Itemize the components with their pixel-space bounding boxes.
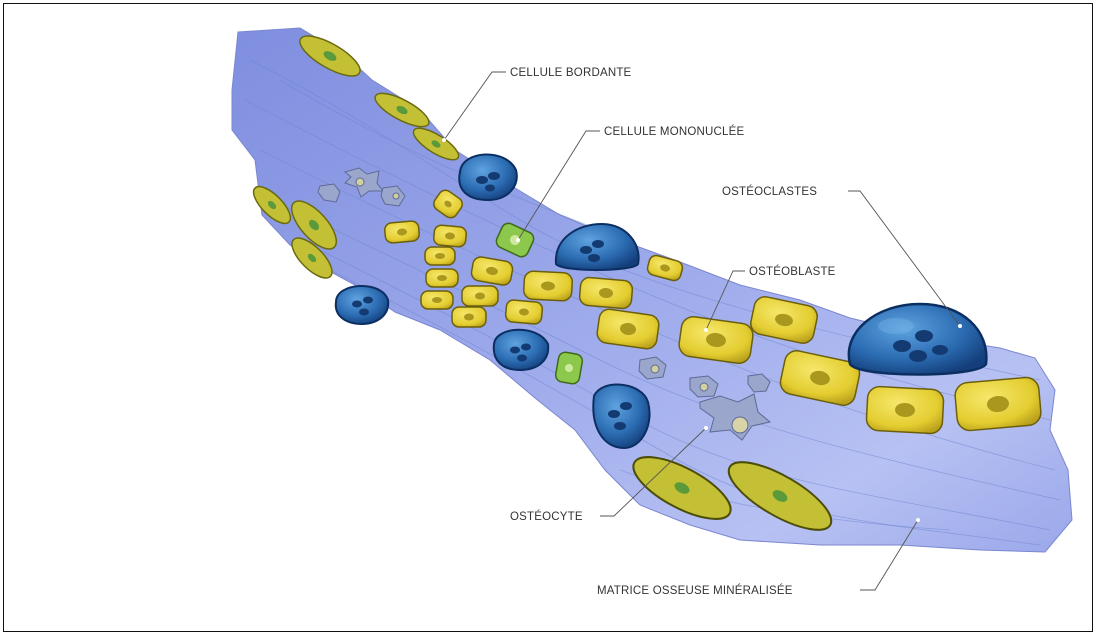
osteoclast (459, 154, 517, 200)
label-osteoblaste: OSTÉOBLASTE (749, 265, 836, 278)
osteoclast (849, 304, 987, 375)
osteoblast (579, 277, 633, 309)
leader-cellule-bordante (444, 72, 506, 140)
osteoblast (462, 286, 498, 306)
osteoclast (336, 286, 388, 324)
osteoblast (505, 299, 543, 324)
osteoblast (433, 225, 467, 248)
osteoblast (426, 269, 458, 287)
mononuclear-cell (555, 351, 584, 385)
label-matrice: MATRICE OSSEUSE MINÉRALISÉE (597, 584, 793, 597)
osteoclast (494, 330, 548, 370)
osteoblast (384, 221, 420, 244)
osteoblast (954, 376, 1042, 431)
osteoblast (421, 291, 453, 309)
label-cellule-bordante: CELLULE BORDANTE (510, 67, 632, 79)
osteoblast (452, 307, 486, 327)
osteoblast (425, 247, 455, 265)
label-cellule-mononucleee: CELLULE MONONUCLÉE (604, 125, 744, 138)
osteoblast (866, 386, 944, 434)
osteoblast (523, 271, 572, 301)
label-osteoclastes: OSTÉOCLASTES (722, 185, 817, 198)
osteoblast (596, 308, 660, 350)
label-osteocyte: OSTÉOCYTE (510, 510, 583, 523)
